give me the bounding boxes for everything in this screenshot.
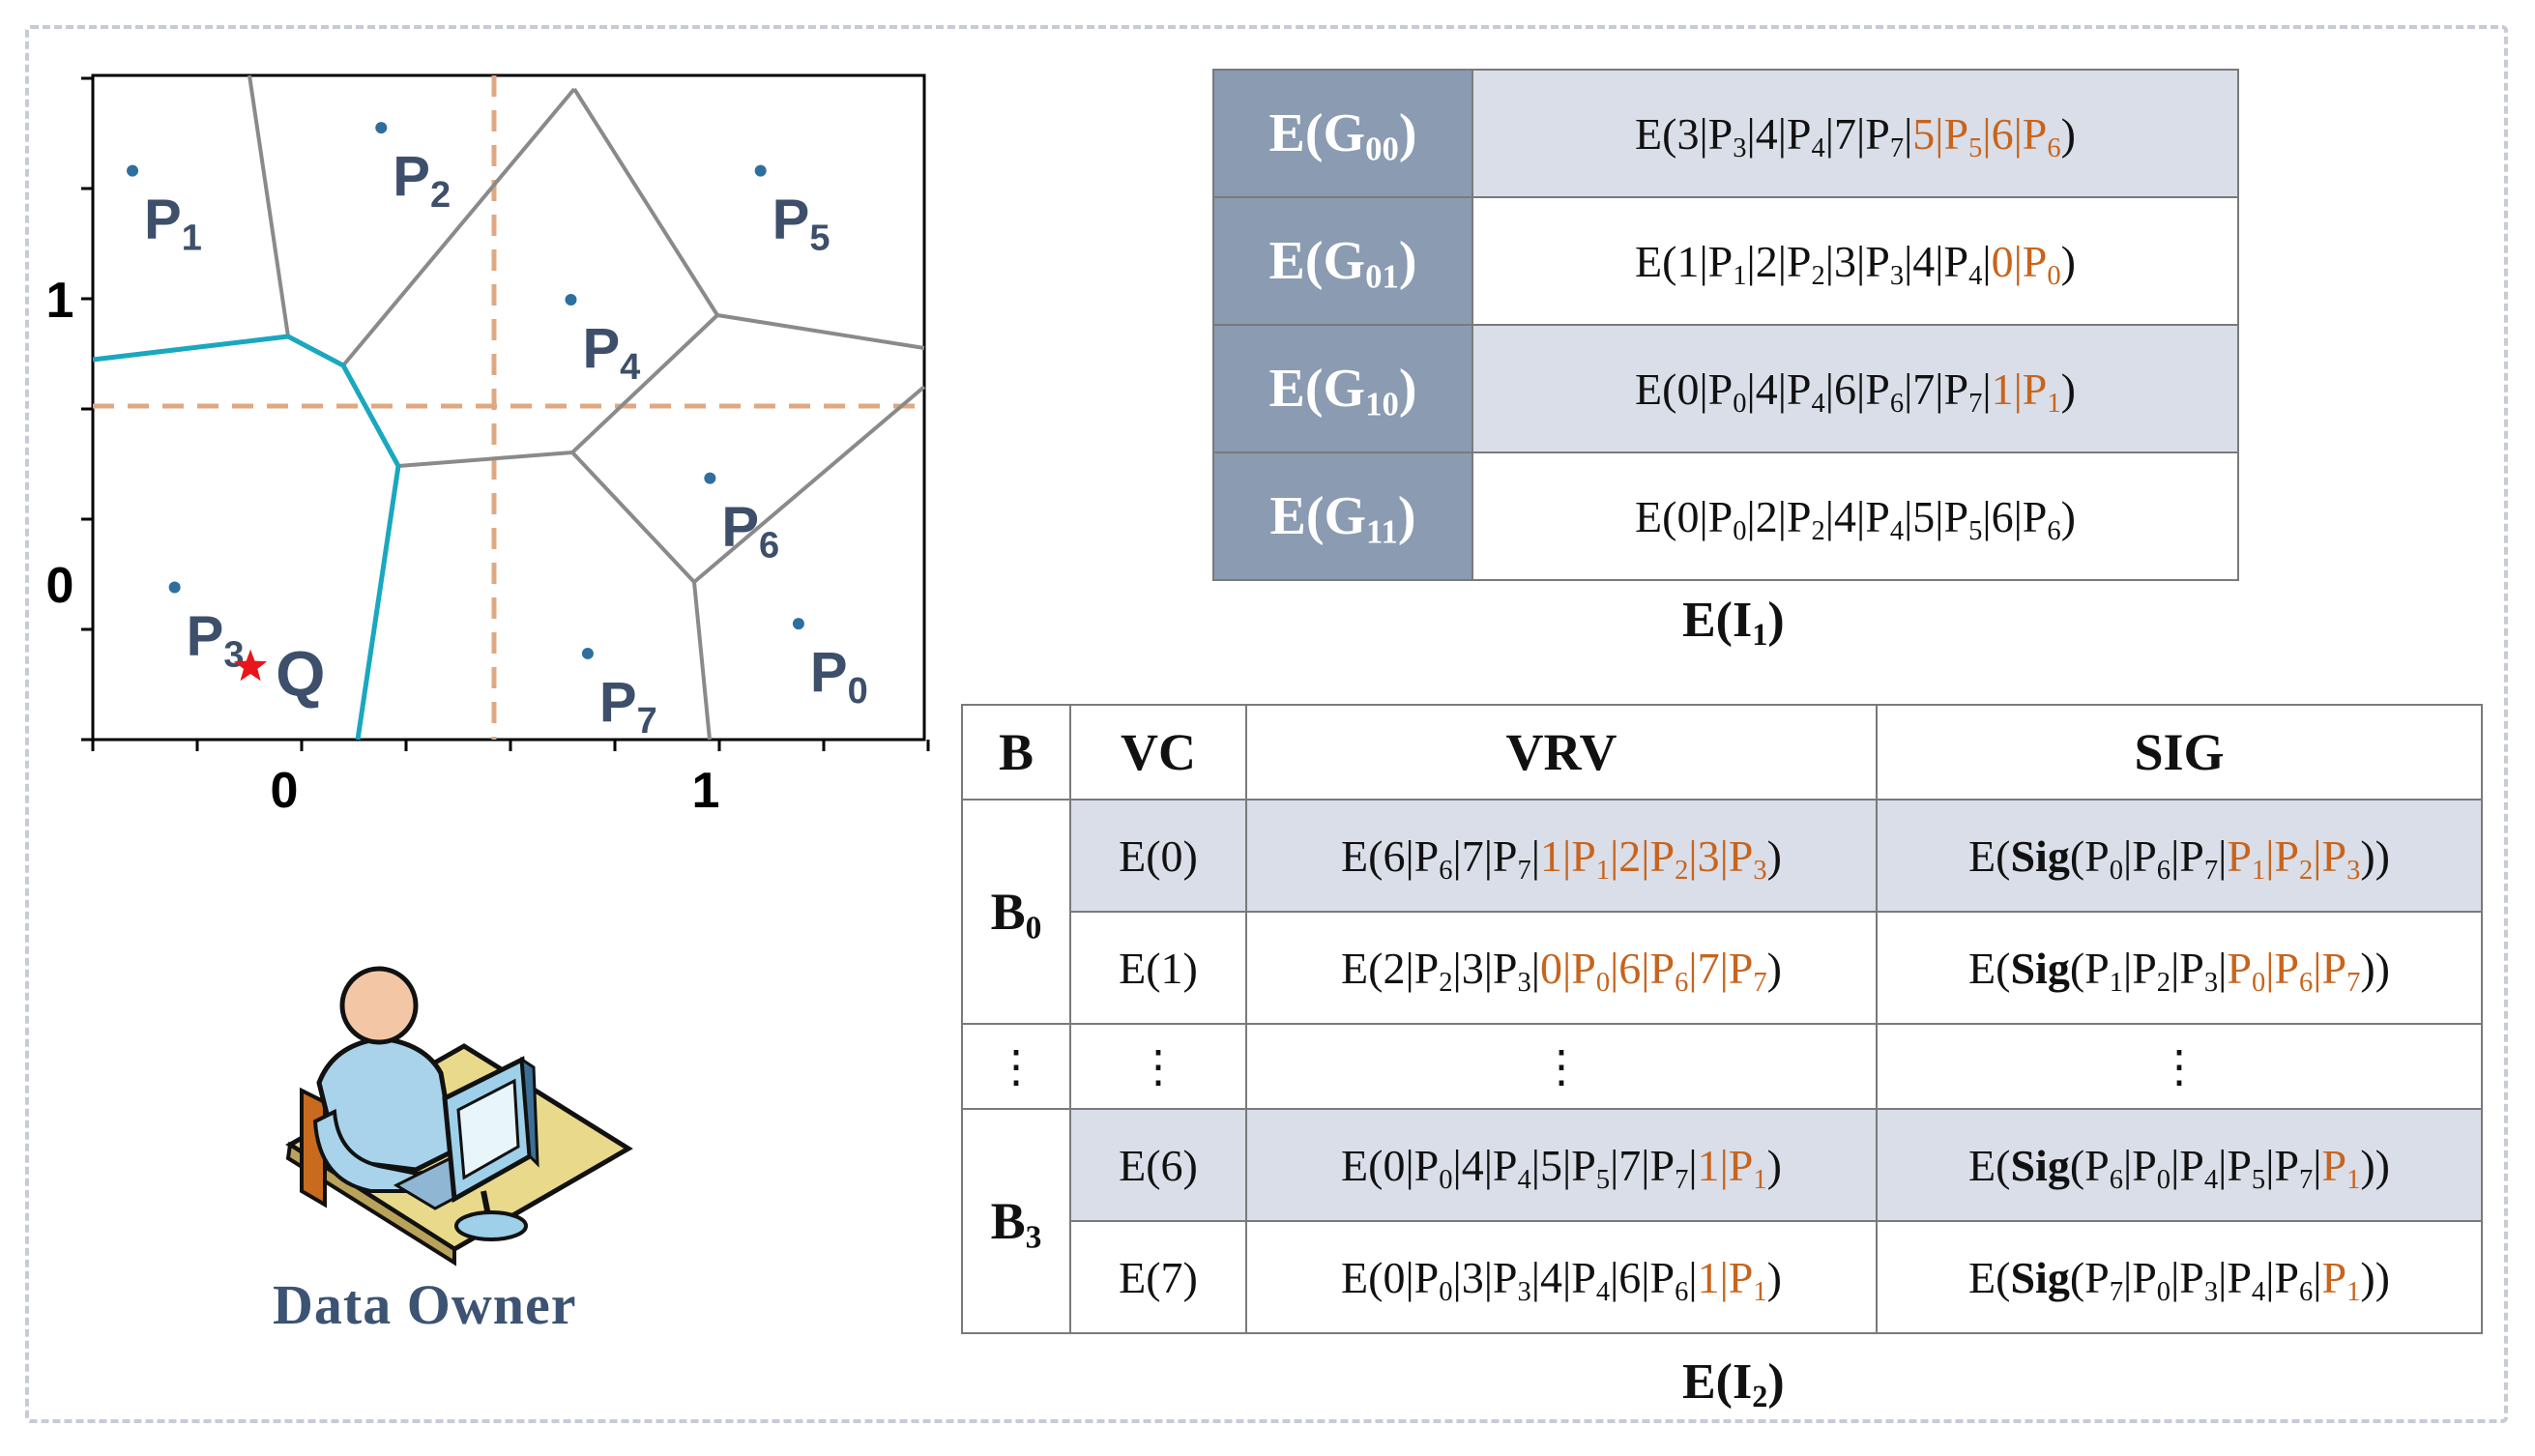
point-label-P7: P7 — [599, 671, 657, 742]
y-tick-label: 1 — [46, 273, 74, 329]
data-point-P0 — [792, 618, 804, 630]
sig-cell: E(Sig(P0|P6|P7|P1|P2|P3)) — [1876, 799, 2483, 913]
voronoi-edge — [570, 451, 696, 584]
data-point-P7 — [581, 647, 594, 659]
point-label-P5: P5 — [772, 189, 830, 259]
sig-cell: E(Sig(P1|P2|P3|P0|P6|P7)) — [1876, 911, 2483, 1025]
point-label-P4: P4 — [582, 317, 640, 388]
voronoi-edge — [570, 313, 719, 454]
point-label-P1: P1 — [144, 189, 202, 259]
grid-cell-value: E(1|P1|2|P2|3|P3|4|P4|0|P0) — [1471, 196, 2239, 326]
vrv-cell: E(0|P0|4|P4|5|P5|7|P7|1|P1) — [1245, 1108, 1878, 1222]
block-label: B0 — [961, 799, 1071, 1025]
vc-cell: E(6) — [1069, 1108, 1247, 1222]
voronoi-edge — [341, 87, 576, 367]
query-star-icon — [234, 649, 268, 682]
grid-cell-label: E(G01) — [1212, 196, 1473, 326]
grid-cell-label: E(G11) — [1212, 451, 1473, 581]
vc-cell: E(1) — [1069, 911, 1247, 1025]
voronoi-edge — [716, 313, 925, 350]
grid-cell-label: E(G00) — [1212, 69, 1473, 198]
data-owner-label: Data Owner — [273, 1273, 577, 1336]
grid-cell-value: E(3|P3|4|P4|7|P7|5|P5|6|P6) — [1471, 69, 2239, 198]
vrv-cell: E(2|P2|3|P3|0|P0|6|P6|7|P7) — [1245, 911, 1878, 1025]
grid-cell-value: E(0|P0|4|P4|6|P6|7|P7|1|P1) — [1471, 324, 2239, 453]
voronoi-edge — [692, 581, 712, 741]
point-label-P6: P6 — [721, 496, 779, 567]
table-2-row: E(7)E(0|P0|3|P3|4|P4|6|P6|1|P1)E(Sig(P7|… — [962, 1220, 2483, 1334]
data-point-P3 — [168, 581, 181, 594]
table-1-row: E(G00)E(3|P3|4|P4|7|P7|5|P5|6|P6) — [1212, 69, 2239, 198]
ellipsis-cell: ⋮ — [1069, 1023, 1247, 1110]
header-vrv: VRV — [1245, 704, 1878, 801]
vrv-cell: E(0|P0|3|P3|4|P4|6|P6|1|P1) — [1245, 1220, 1878, 1334]
table-2-row: E(1)E(2|P2|3|P3|0|P0|6|P6|7|P7)E(Sig(P1|… — [962, 911, 2483, 1025]
voronoi-edge — [397, 451, 573, 468]
header-vc: VC — [1069, 704, 1247, 801]
data-point-P5 — [754, 164, 767, 177]
header-b: B — [961, 704, 1071, 801]
grid-cell-value: E(0|P0|2|P2|4|P4|5|P5|6|P6) — [1471, 451, 2239, 581]
x-tick-label: 1 — [692, 763, 720, 819]
data-owner-icon — [285, 966, 633, 1267]
table-2-caption: E(I2) — [1682, 1354, 1785, 1414]
data-point-P4 — [565, 294, 577, 306]
block-label: B3 — [961, 1108, 1071, 1334]
figure-frame — [25, 25, 2508, 1423]
point-label-P2: P2 — [393, 145, 451, 216]
table-1-row: E(G11)E(0|P0|2|P2|4|P4|5|P5|6|P6) — [1212, 451, 2239, 581]
ellipsis-row: ⋮⋮⋮⋮ — [961, 1023, 2483, 1110]
query-label: Q — [276, 638, 325, 710]
sig-cell: E(Sig(P6|P0|P4|P5|P7|P1)) — [1876, 1108, 2483, 1222]
vc-cell: E(7) — [1069, 1220, 1247, 1334]
point-label-P0: P0 — [810, 641, 868, 712]
sig-cell: E(Sig(P7|P0|P3|P4|P6|P1)) — [1876, 1220, 2483, 1334]
voronoi-edge — [692, 385, 926, 584]
table-1-row: E(G10)E(0|P0|4|P4|6|P6|7|P7|1|P1) — [1212, 324, 2239, 453]
voronoi-edge — [572, 87, 719, 317]
grid-cell-label: E(G10) — [1212, 324, 1473, 453]
ellipsis-cell: ⋮ — [961, 1023, 1071, 1110]
data-point-P1 — [127, 164, 139, 177]
y-tick-label: 0 — [46, 558, 74, 614]
header-sig: SIG — [1876, 704, 2483, 801]
table-1-caption: E(I1) — [1682, 593, 1785, 653]
ellipsis-cell: ⋮ — [1876, 1023, 2483, 1110]
index-table-1: E(G00)E(3|P3|4|P4|7|P7|5|P5|6|P6)E(G01)E… — [1212, 69, 2239, 581]
data-point-P6 — [704, 472, 716, 484]
x-tick-label: 0 — [271, 763, 299, 819]
data-point-P2 — [375, 122, 388, 134]
query-cell-boundary — [92, 334, 401, 741]
vc-cell: E(0) — [1069, 799, 1247, 913]
table-1-row: E(G01)E(1|P1|2|P2|3|P3|4|P4|0|P0) — [1212, 196, 2239, 326]
ellipsis-cell: ⋮ — [1245, 1023, 1878, 1110]
voronoi-edge — [248, 74, 290, 337]
vrv-cell: E(6|P6|7|P7|1|P1|2|P2|3|P3) — [1245, 799, 1878, 913]
plot-frame — [91, 73, 926, 742]
